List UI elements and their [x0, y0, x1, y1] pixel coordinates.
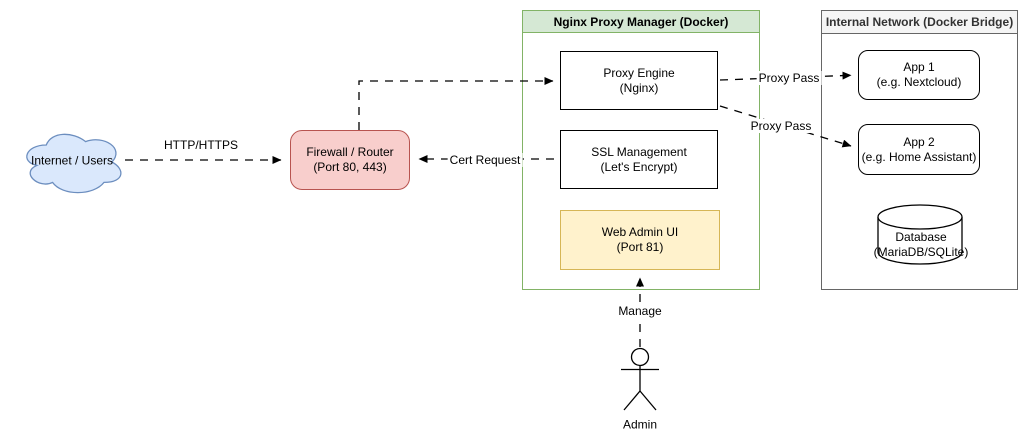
edge-label-manage: Manage: [616, 304, 664, 318]
web-admin-ui-node[interactable]: Web Admin UI (Port 81): [560, 210, 720, 270]
firewall-router-node[interactable]: Firewall / Router (Port 80, 443): [290, 130, 410, 190]
edge-label-cert-request: Cert Request: [447, 153, 523, 167]
proxy-engine-node[interactable]: Proxy Engine (Nginx): [560, 51, 718, 110]
app2-label-line1: App 2: [903, 134, 935, 149]
admin-actor-icon[interactable]: [621, 347, 659, 411]
ssl-management-node[interactable]: SSL Management (Let's Encrypt): [560, 130, 718, 189]
firewall-label-line1: Firewall / Router: [306, 145, 394, 159]
admin-label: Admin: [622, 417, 658, 432]
edge-label-proxy-pass-2: Proxy Pass: [748, 119, 814, 133]
npm-container-title: Nginx Proxy Manager (Docker): [523, 11, 759, 33]
web-admin-label-line1: Web Admin UI: [601, 225, 679, 239]
database-label-line1: Database: [895, 230, 947, 244]
app1-label-line1: App 1: [903, 60, 935, 74]
app1-label-line2: (e.g. Nextcloud): [876, 75, 962, 89]
proxy-engine-label-line1: Proxy Engine: [603, 65, 675, 80]
internal-container-title: Internal Network (Docker Bridge): [822, 11, 1017, 34]
app2-node[interactable]: App 2 (e.g. Home Assistant): [858, 124, 980, 175]
web-admin-label-line2: (Port 81): [616, 240, 664, 254]
database-label-line2: (MariaDB/SQLite): [873, 245, 969, 259]
edge-label-proxy-pass-1: Proxy Pass: [756, 71, 822, 85]
firewall-label-line2: (Port 80, 443): [313, 160, 387, 174]
ssl-label-line1: SSL Management: [591, 144, 687, 159]
ssl-label-line2: (Let's Encrypt): [600, 159, 678, 174]
app1-node[interactable]: App 1 (e.g. Nextcloud): [858, 50, 980, 100]
proxy-engine-label-line2: (Nginx): [619, 80, 659, 95]
app2-label-line2: (e.g. Home Assistant): [861, 149, 977, 164]
database-label: Database (MariaDB/SQLite): [874, 230, 969, 260]
internet-users-label: Internet / Users: [30, 153, 114, 168]
edge-label-http-https: HTTP/HTTPS: [162, 138, 240, 152]
